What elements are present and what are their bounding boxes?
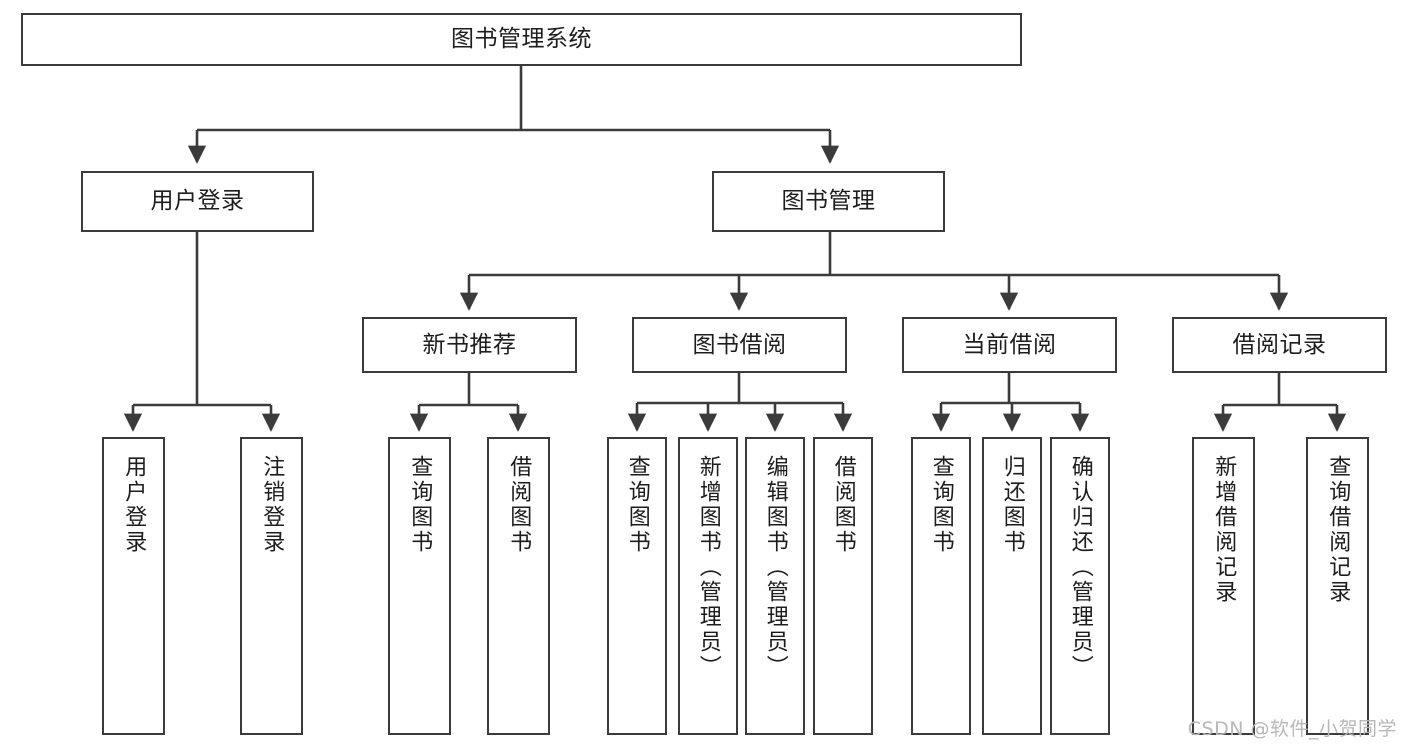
node-leaf-user-logout[interactable]: 注销登录 [240,437,303,735]
node-label: 归还图书 [999,455,1025,555]
node-leaf-edit-book-admin[interactable]: 编辑图书（管理员） [745,437,805,735]
node-label: 新书推荐 [422,331,517,358]
node-leaf-confirm-return[interactable]: 确认归还（管理员） [1050,437,1110,735]
node-new-book-recommend[interactable]: 新书推荐 [362,317,577,373]
node-leaf-query-book-2[interactable]: 查询图书 [607,437,667,735]
watermark-text: CSDN @软件_小贺同学 [1187,718,1397,740]
node-current-borrow[interactable]: 当前借阅 [902,317,1117,373]
node-leaf-query-book-3[interactable]: 查询图书 [911,437,971,735]
node-label: 当前借阅 [962,331,1057,358]
node-label: 确认归还（管理员） [1067,455,1093,680]
node-label: 新增借阅记录 [1211,455,1237,605]
node-label: 图书管理 [781,188,876,215]
node-label: 图书借阅 [692,331,787,358]
node-label: 新增图书（管理员） [695,455,721,680]
node-book-manage[interactable]: 图书管理 [712,171,945,232]
node-leaf-return-book[interactable]: 归还图书 [982,437,1042,735]
node-label: 借阅图书 [830,455,856,555]
node-label: 查询借阅记录 [1325,455,1351,605]
node-label: 编辑图书（管理员） [762,455,788,680]
node-leaf-user-login[interactable]: 用户登录 [102,437,165,735]
node-leaf-query-book-1[interactable]: 查询图书 [388,437,451,735]
node-borrow-record[interactable]: 借阅记录 [1172,317,1387,373]
node-label: 查询图书 [624,455,650,555]
node-leaf-borrow-book-2[interactable]: 借阅图书 [813,437,873,735]
node-root[interactable]: 图书管理系统 [21,13,1022,66]
node-leaf-query-borrow-record[interactable]: 查询借阅记录 [1306,437,1369,735]
node-label: 用户登录 [150,188,245,215]
node-label: 借阅图书 [506,455,532,555]
node-label: 查询图书 [407,455,433,555]
node-book-borrow[interactable]: 图书借阅 [632,317,847,373]
node-label: 图书管理系统 [451,26,592,53]
node-label: 查询图书 [928,455,954,555]
node-label: 用户登录 [121,455,147,555]
node-label: 借阅记录 [1232,331,1327,358]
node-leaf-borrow-book-1[interactable]: 借阅图书 [487,437,550,735]
node-leaf-add-book-admin[interactable]: 新增图书（管理员） [678,437,738,735]
node-leaf-add-borrow-record[interactable]: 新增借阅记录 [1192,437,1255,735]
node-user-login[interactable]: 用户登录 [81,171,314,232]
node-label: 注销登录 [259,455,285,555]
